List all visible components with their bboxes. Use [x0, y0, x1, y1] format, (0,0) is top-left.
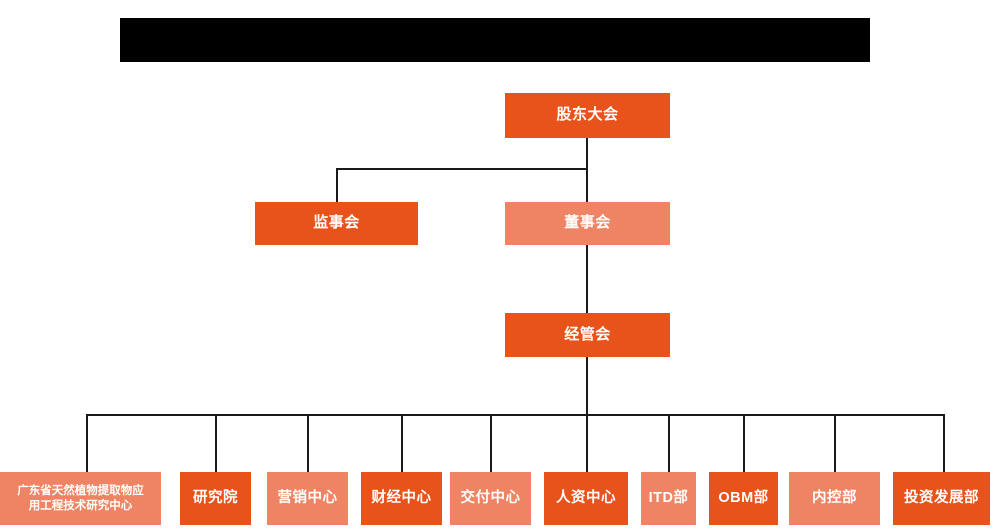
connector-drop-dept-hr [586, 414, 588, 472]
connector-directors-to-management [586, 243, 588, 315]
connector-drop-dept-marketing [307, 414, 309, 472]
connector-drop-dept-itd [668, 414, 670, 472]
node-shareholders[interactable]: 股东大会 [505, 93, 670, 138]
connector-drop-dept-finance [401, 414, 403, 472]
node-supervisors[interactable]: 监事会 [255, 202, 418, 245]
redacted-title-bar [120, 18, 870, 62]
connector-drop-dept-internal-control [834, 414, 836, 472]
node-dept-hr[interactable]: 人资中心 [544, 472, 628, 525]
node-dept-obm[interactable]: OBM部 [709, 472, 778, 525]
node-management[interactable]: 经管会 [505, 313, 670, 357]
connector-drop-dept-delivery [490, 414, 492, 472]
node-dept-internal-control[interactable]: 内控部 [789, 472, 880, 525]
connector-department-bus [86, 414, 944, 416]
node-dept-itd[interactable]: ITD部 [641, 472, 696, 525]
node-dept-research-center-line1: 广东省天然植物提取物应 [17, 485, 144, 498]
connector-drop-dept-research-center [86, 414, 88, 472]
connector-drop-dept-institute [215, 414, 217, 472]
connector-drop-dept-obm [743, 414, 745, 472]
node-dept-investment[interactable]: 投资发展部 [893, 472, 990, 525]
connector-shareholders-to-supervisors-h [336, 168, 588, 170]
connector-directors-down [586, 168, 588, 202]
node-dept-finance[interactable]: 财经中心 [361, 472, 442, 525]
node-dept-delivery[interactable]: 交付中心 [450, 472, 531, 525]
node-dept-marketing[interactable]: 营销中心 [267, 472, 348, 525]
connector-management-to-bus [586, 356, 588, 416]
node-dept-institute[interactable]: 研究院 [180, 472, 251, 525]
node-dept-research-center[interactable]: 广东省天然植物提取物应 用工程技术研究中心 [0, 472, 161, 525]
node-directors[interactable]: 董事会 [505, 202, 670, 245]
connector-shareholders-down [586, 138, 588, 170]
node-dept-research-center-line2: 用工程技术研究中心 [28, 499, 133, 512]
connector-supervisors-down [336, 168, 338, 202]
connector-drop-dept-investment [943, 414, 945, 472]
